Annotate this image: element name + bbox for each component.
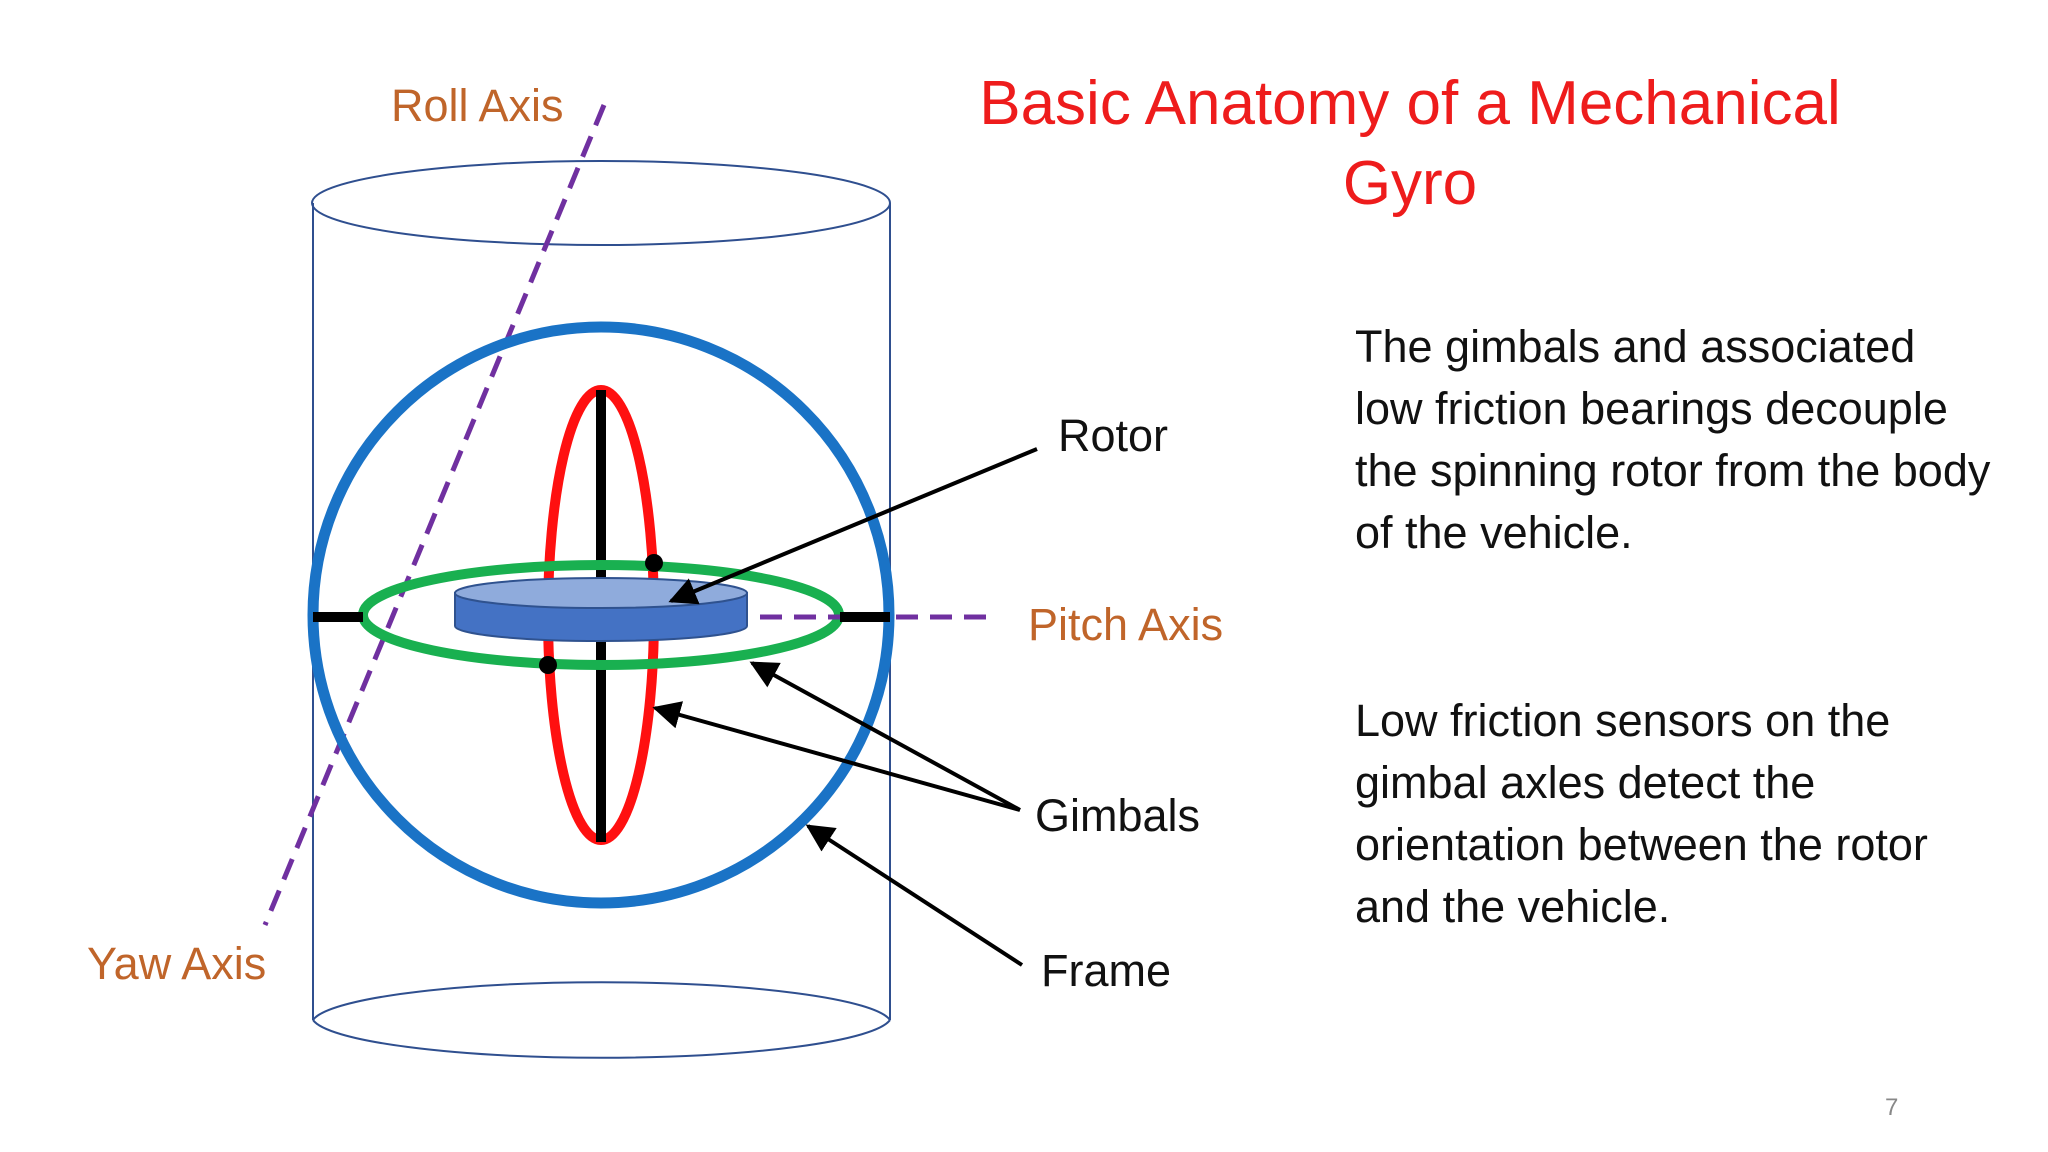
- rotor-disk-top: [454, 577, 748, 609]
- slide-title: Basic Anatomy of a Mechanical Gyro: [979, 69, 1841, 218]
- page-number: 7: [1885, 1094, 1899, 1121]
- cylinder-back-bottom: [312, 981, 891, 1021]
- yaw-axis-label: Yaw Axis: [87, 938, 266, 989]
- body-paragraph-sensors: Low friction sensors on the gimbal axles…: [1355, 695, 1928, 932]
- pitch-axis-label: Pitch Axis: [1028, 599, 1223, 650]
- cylinder-top: [311, 160, 891, 246]
- frame-label: Frame: [1041, 945, 1171, 996]
- bearing-dot-lower: [539, 656, 557, 674]
- frame-pointer-arrow: [805, 824, 1024, 967]
- rotor-pointer-arrow: [668, 447, 1038, 605]
- gimbals-label: Gimbals: [1035, 790, 1200, 841]
- cylinder-bottom-front: [312, 1019, 891, 1059]
- body-paragraph-gimbals: The gimbals and associated low friction …: [1355, 321, 1991, 558]
- rotor-label: Rotor: [1058, 410, 1168, 461]
- bearing-dot-upper: [645, 554, 663, 572]
- roll-yaw-axis-line: [262, 104, 607, 926]
- roll-axis-label: Roll Axis: [391, 80, 564, 131]
- gimbals-pointer-arrow-inner: [652, 701, 1021, 812]
- gimbals-pointer-arrow-outer: [749, 661, 1021, 812]
